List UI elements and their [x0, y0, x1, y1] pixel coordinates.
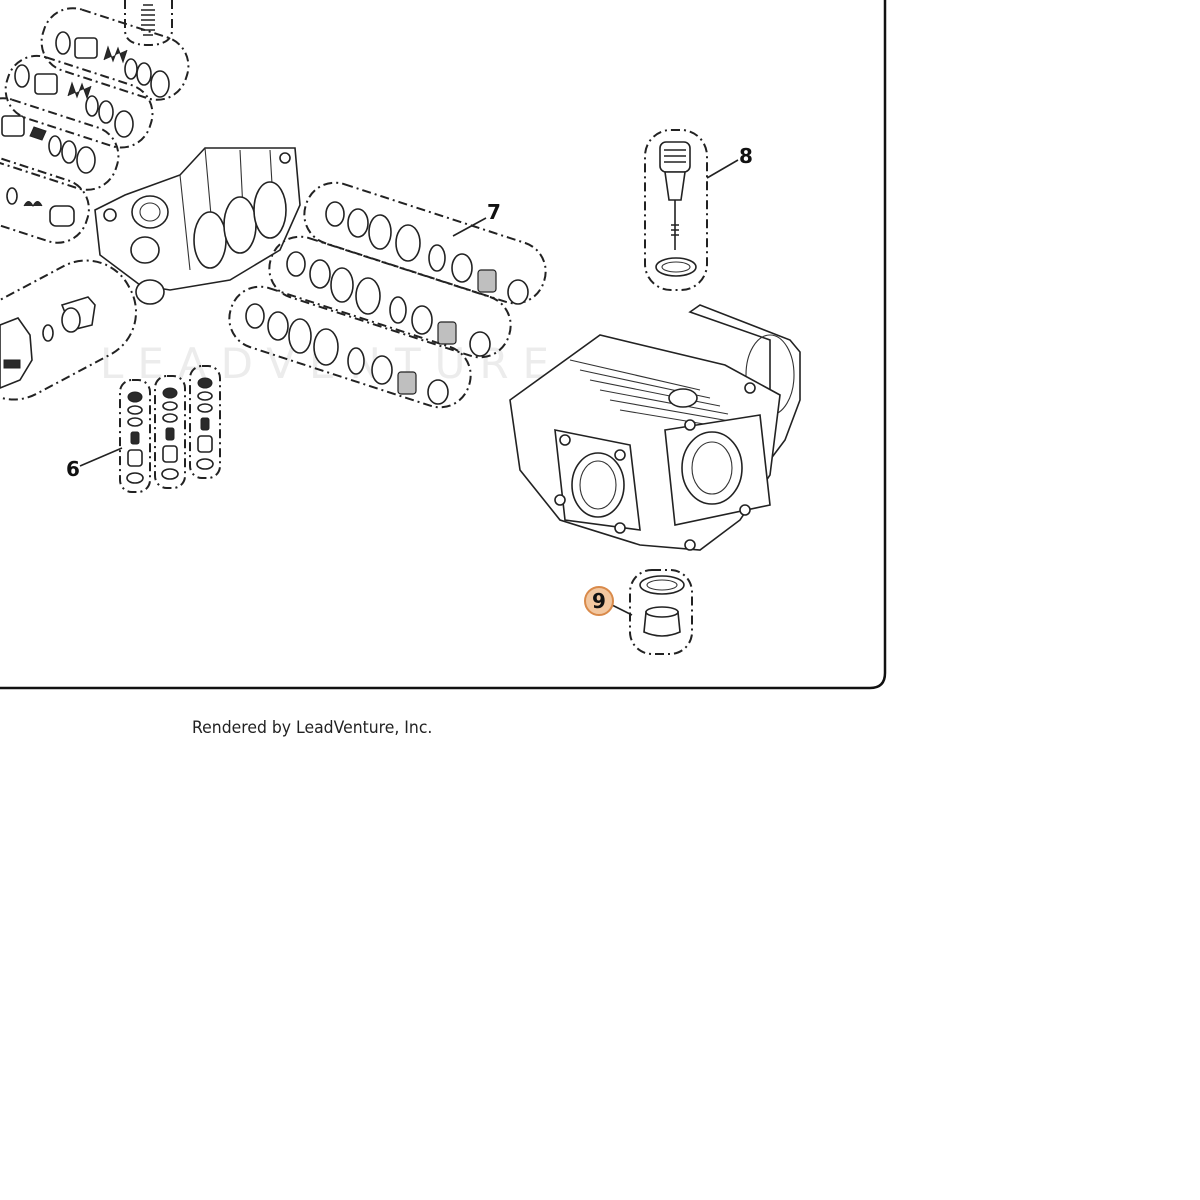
piston-seal-group-7 — [228, 181, 547, 409]
fitting-group — [0, 259, 138, 401]
render-credit: Rendered by LeadVenture, Inc. — [192, 718, 433, 738]
callout-7[interactable]: 7 — [487, 200, 501, 224]
top-partial-group — [124, 0, 173, 47]
pump-crankcase — [509, 304, 801, 551]
manifold-housing — [94, 147, 301, 305]
plug-group-9 — [611, 569, 693, 655]
valve-group-a — [40, 7, 190, 101]
callout-9[interactable]: 9 — [592, 589, 606, 613]
callout-9-highlight — [584, 586, 614, 616]
callout-6[interactable]: 6 — [66, 457, 80, 481]
diagram-frame — [0, 0, 887, 690]
valve-group-b — [4, 54, 154, 149]
valve-group-d — [0, 156, 90, 244]
seal-kit-group-6 — [79, 365, 221, 493]
oil-cap-group-8 — [644, 129, 739, 291]
valve-group-c — [0, 97, 120, 191]
callout-8[interactable]: 8 — [739, 144, 753, 168]
